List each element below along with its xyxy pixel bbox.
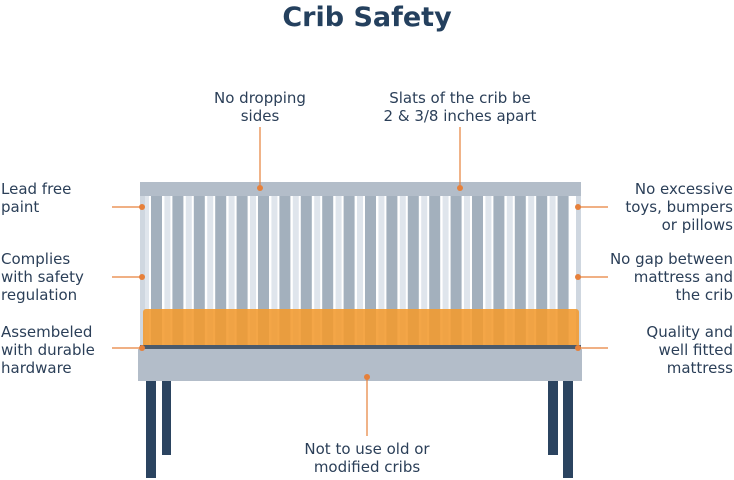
crib-slat-gap bbox=[250, 196, 256, 349]
mattress-base-line bbox=[140, 345, 581, 349]
label-no-excessive-toys: No excessive toys, bumpers or pillows bbox=[625, 180, 733, 234]
crib-slat-gap bbox=[228, 196, 235, 349]
crib-slat-gap bbox=[464, 196, 470, 349]
crib-slat bbox=[514, 196, 526, 349]
crib-slats bbox=[143, 196, 569, 349]
crib-slat bbox=[215, 196, 227, 349]
crib-leg bbox=[548, 375, 558, 455]
crib-slat-gap bbox=[549, 196, 556, 349]
crib-mattress bbox=[143, 309, 579, 349]
crib-slat-gap bbox=[506, 196, 513, 349]
crib-slat-gap bbox=[421, 196, 428, 349]
crib-slat bbox=[536, 196, 548, 349]
crib-slat bbox=[236, 196, 248, 349]
crib-leg bbox=[563, 375, 573, 478]
leader-dot bbox=[139, 345, 145, 351]
label-assembled-hardware: Assembeled with durable hardware bbox=[1, 323, 95, 377]
leader-dot bbox=[257, 185, 263, 191]
leader-dot bbox=[364, 374, 370, 380]
label-lead-free-paint: Lead free paint bbox=[1, 180, 72, 216]
label-no-gap: No gap between mattress and the crib bbox=[609, 250, 733, 304]
crib-slat-gap bbox=[442, 196, 449, 349]
crib-slat-gap bbox=[143, 196, 149, 349]
leader-dot bbox=[575, 345, 581, 351]
crib-slat bbox=[429, 196, 441, 349]
crib-slat bbox=[193, 196, 205, 349]
crib-slat bbox=[450, 196, 462, 349]
crib-leg bbox=[146, 375, 156, 478]
leader-lines bbox=[112, 127, 608, 436]
crib-side-post bbox=[140, 196, 145, 350]
leader-dot bbox=[575, 274, 581, 280]
leader-dot bbox=[457, 185, 463, 191]
crib-slat-gap bbox=[271, 196, 278, 349]
crib-slat-gap bbox=[378, 196, 385, 349]
crib-leg bbox=[162, 375, 171, 455]
crib-slat-gap bbox=[164, 196, 171, 349]
crib-slat bbox=[365, 196, 376, 349]
crib-side-post bbox=[576, 196, 581, 350]
crib-slat bbox=[258, 196, 269, 349]
label-no-dropping-sides: No dropping sides bbox=[214, 89, 306, 125]
crib-slat bbox=[493, 196, 505, 349]
crib-slat-gap bbox=[485, 196, 492, 349]
crib-bottom-rail bbox=[138, 349, 582, 381]
crib-slat bbox=[322, 196, 334, 349]
crib-legs bbox=[146, 375, 573, 478]
crib-top-rail bbox=[140, 182, 581, 196]
crib-slat-gap bbox=[335, 196, 342, 349]
crib-slat bbox=[343, 196, 355, 349]
crib-slat-gap bbox=[185, 196, 192, 349]
crib-slat-gap bbox=[528, 196, 535, 349]
page-title: Crib Safety bbox=[282, 2, 452, 33]
crib-slat bbox=[151, 196, 162, 349]
crib-slat-gap bbox=[207, 196, 214, 349]
label-slats-apart: Slats of the crib be 2 & 3/8 inches apar… bbox=[383, 89, 537, 125]
crib-slat-gap bbox=[314, 196, 321, 349]
leader-dot bbox=[139, 274, 145, 280]
crib-slat bbox=[279, 196, 291, 349]
crib-slat bbox=[300, 196, 312, 349]
crib-slat bbox=[472, 196, 483, 349]
crib-slat bbox=[386, 196, 398, 349]
crib-slat-gap bbox=[399, 196, 406, 349]
crib-slat bbox=[172, 196, 184, 349]
leader-dot bbox=[575, 204, 581, 210]
crib-slat-gap bbox=[357, 196, 363, 349]
leader-dot bbox=[139, 204, 145, 210]
crib-slat bbox=[557, 196, 569, 349]
crib-slat bbox=[407, 196, 419, 349]
label-quality-mattress: Quality and well fitted mattress bbox=[646, 323, 733, 377]
label-complies-safety: Complies with safety regulation bbox=[1, 250, 84, 304]
crib-slat-gap bbox=[292, 196, 299, 349]
label-not-old-cribs: Not to use old or modified cribs bbox=[304, 440, 430, 476]
